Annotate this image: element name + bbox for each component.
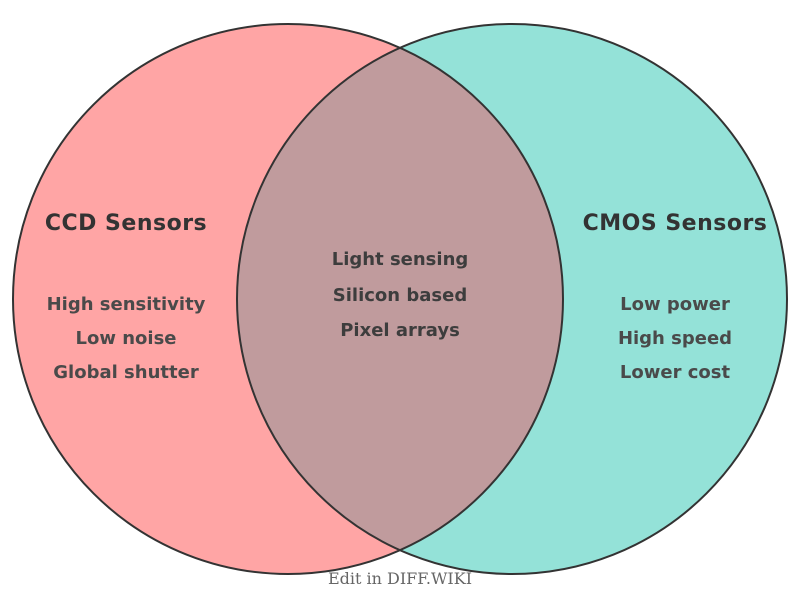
intersection-item: Pixel arrays: [340, 320, 460, 341]
left-set-item: High sensitivity: [47, 294, 206, 315]
left-set-item: Global shutter: [53, 362, 199, 383]
right-set-title: CMOS Sensors: [583, 211, 768, 236]
right-circle-outline: [236, 23, 788, 575]
left-set-title: CCD Sensors: [45, 211, 207, 236]
intersection-region: [236, 47, 564, 551]
left-circle-outline: [12, 23, 564, 575]
right-set-item: High speed: [618, 328, 732, 349]
right-set-item: Low power: [620, 294, 730, 315]
intersection-item: Silicon based: [333, 285, 467, 306]
right-set-item: Lower cost: [620, 362, 731, 383]
left-set-item: Low noise: [75, 328, 176, 349]
edit-in-diffwiki-link[interactable]: Edit in DIFF.WIKI: [328, 569, 472, 588]
intersection-item: Light sensing: [332, 249, 469, 270]
